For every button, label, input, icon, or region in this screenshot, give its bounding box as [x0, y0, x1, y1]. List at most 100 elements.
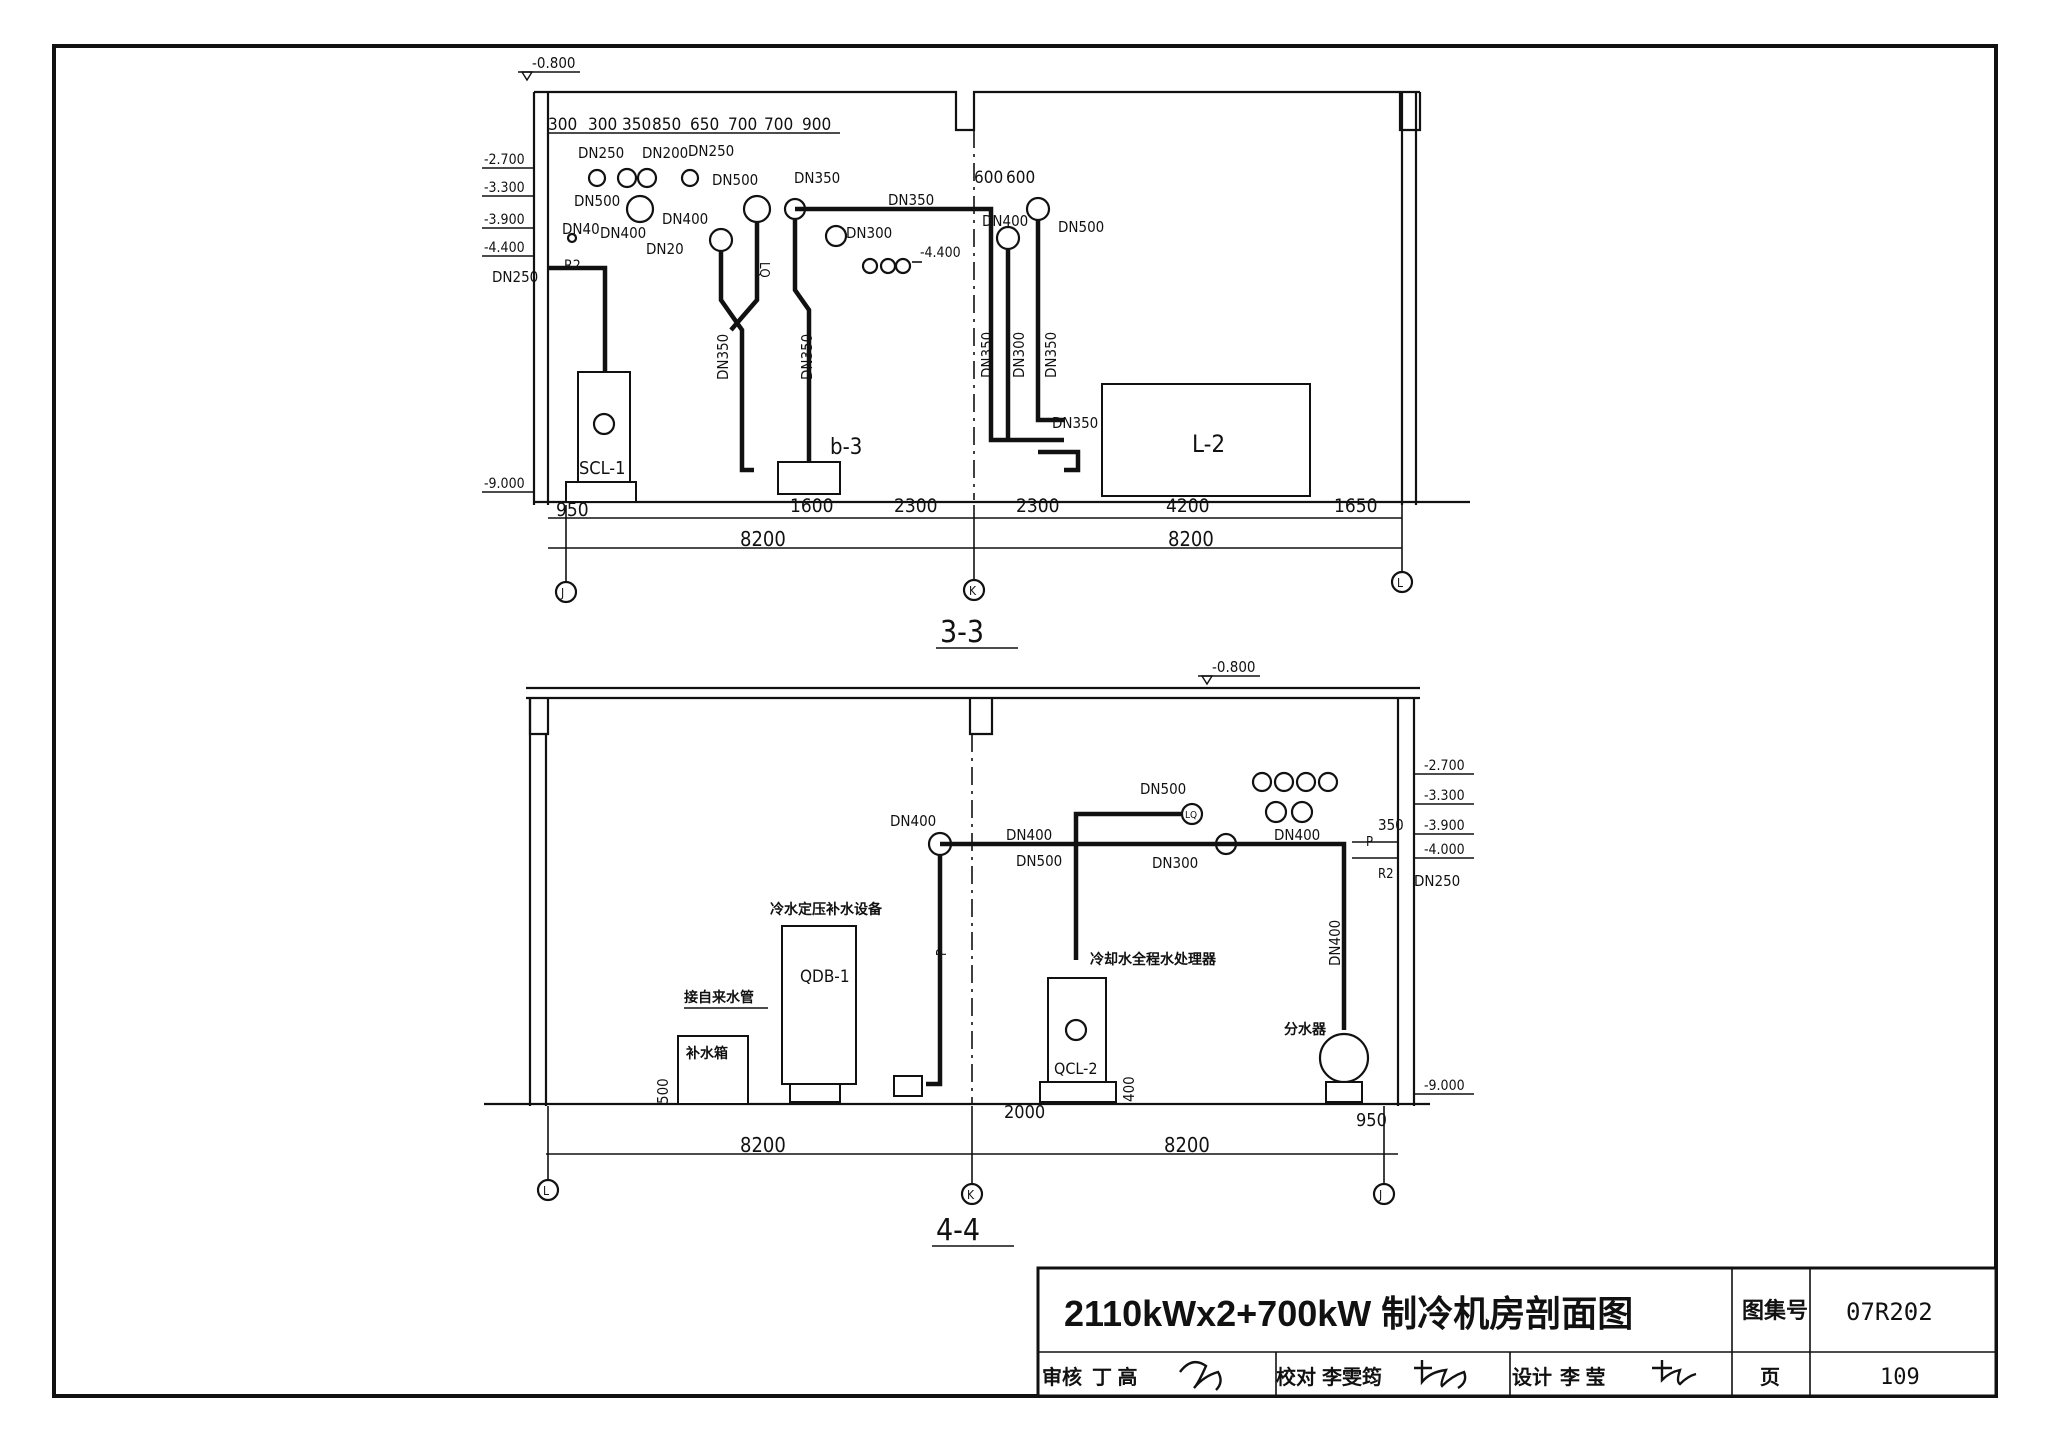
roof-line	[534, 90, 1420, 132]
pipe-label: DN300	[1152, 854, 1198, 872]
pipe-label: DN250	[578, 144, 624, 162]
top-dimension-row: 300 300 350 850 650 700 700 900	[548, 115, 840, 135]
dimension-label: 700	[764, 115, 793, 135]
review-label: 审核	[1042, 1365, 1082, 1389]
section-caption: 4-4	[936, 1213, 980, 1248]
pipe-label: P	[935, 949, 950, 956]
equipment-label: QDB-1	[800, 967, 850, 987]
elevation-label: -3.300	[1424, 788, 1465, 804]
dimension-label: 8200	[740, 527, 786, 551]
pipe-runs-4-4	[926, 811, 1398, 1087]
pipe-label: DN350	[794, 169, 840, 187]
dimension-label: 4200	[1166, 495, 1210, 517]
pipe-label: DN500	[574, 192, 620, 210]
equipment-label: SCL-1	[579, 458, 625, 479]
dimension-label: 8200	[1168, 527, 1214, 551]
note-label: 补水箱	[685, 1045, 728, 1061]
reviewer-name: 丁 高	[1092, 1365, 1138, 1389]
axis-label: L	[543, 1184, 549, 1198]
equipment-label: b-3	[830, 435, 862, 460]
right-elevations: -2.700 -3.300 -3.900 -4.000 -9.000 350	[1378, 758, 1474, 1095]
elevation-label: -2.700	[484, 152, 525, 168]
atlas-label: 图集号	[1742, 1298, 1808, 1323]
qdb1-box	[781, 925, 857, 1085]
axis-bubbles-3-3: J K L	[554, 505, 1414, 604]
elevation-label: -9.000	[484, 476, 525, 492]
pipe-label: DN350	[888, 191, 934, 209]
elevation-label: -9.000	[1424, 1078, 1465, 1094]
pipe-label: DN40	[562, 220, 600, 238]
note-label: 冷却水全程水处理器	[1090, 951, 1217, 967]
elevation-label: -3.300	[484, 180, 525, 196]
dimension-label: 350	[1378, 816, 1404, 834]
reviewer-signature	[1179, 1360, 1222, 1391]
pipe-label: DN400	[600, 224, 646, 242]
makeup-tank-box	[677, 1035, 749, 1105]
pipe-labels-4-4: DN400 DN400 DN500 DN500 LQ DN300 DN400 D…	[890, 780, 1460, 966]
elevation-label: -4.400	[484, 240, 525, 256]
equipment-3-3: SCL-1 b-3 L-2	[565, 371, 1311, 503]
check-label: 校对	[1276, 1365, 1316, 1389]
left-elevations: -2.700 -3.300 -3.900 -4.400 -9.000	[482, 152, 534, 493]
bottom-dimensions-3-3: 950 1600 2300 2300 4200 1650 8200 8200	[548, 495, 1402, 551]
pipe-label: DN500	[1016, 852, 1062, 870]
l2-box	[1101, 383, 1311, 497]
elevation-label: -0.800	[532, 54, 576, 72]
pipe-label: DN500	[712, 171, 758, 189]
bottom-dimensions-4-4: 500 2000 400 950 8200 8200	[546, 1076, 1398, 1157]
dimension-label: 400	[1120, 1076, 1138, 1102]
axis-label: K	[969, 584, 977, 598]
elevation-label: -4.000	[1424, 842, 1465, 858]
axis-bubbles-4-4: L K J	[536, 1106, 1396, 1206]
pipe-label: DN400	[1006, 826, 1052, 844]
dimension-label: 8200	[1164, 1133, 1210, 1157]
section-caption: 3-3	[940, 615, 984, 650]
pipe-label: DN350	[1042, 332, 1060, 378]
sheet-border	[52, 44, 1998, 1398]
dimension-label: 900	[802, 115, 831, 135]
dimension-label: 600	[974, 168, 1003, 188]
dimension-label: 2300	[1016, 495, 1060, 517]
page-number: 109	[1880, 1365, 1920, 1390]
pipe-label: DN250	[688, 142, 734, 160]
dimension-label: 300	[588, 115, 617, 135]
pipe-label: DN400	[1326, 920, 1344, 966]
axis-label: L	[1397, 576, 1403, 590]
pipe-labels-3-3: DN250 DN200 DN250 DN500 DN350 DN500 DN40…	[492, 142, 1104, 432]
dimension-label: 300	[548, 115, 577, 135]
pipe-label: DN250	[492, 268, 538, 286]
pipe-sections-top	[566, 167, 1051, 275]
dimension-label: 2000	[1004, 1102, 1045, 1123]
pipe-label: DN350	[1052, 414, 1098, 432]
pipe-label: DN20	[646, 240, 684, 258]
pipe-label: DN400	[662, 210, 708, 228]
pipe-label: DN400	[890, 812, 936, 830]
axis-label: J	[560, 586, 564, 600]
dimension-label: 950	[556, 499, 589, 521]
axis-label: J	[1378, 1188, 1382, 1202]
dimension-label: 850	[652, 115, 681, 135]
pipe-label: DN400	[982, 212, 1028, 230]
designer-signature	[1652, 1360, 1697, 1386]
distributor-vessel	[1318, 1032, 1370, 1084]
b3-box	[777, 461, 841, 495]
dimension-label: 2300	[894, 495, 938, 517]
dimension-label: 1650	[1334, 495, 1378, 517]
dimension-label: 700	[728, 115, 757, 135]
elevation-label: -4.400	[920, 245, 961, 261]
dimension-label: 600	[1006, 168, 1035, 188]
pipe-label: P	[1366, 835, 1373, 850]
pipe-label: DN350	[978, 332, 996, 378]
elevation-label: -0.800	[1212, 658, 1256, 676]
note-label: 分水器	[1284, 1021, 1327, 1037]
dimension-label: 500	[654, 1078, 672, 1104]
note-label: 接自来水管	[684, 989, 754, 1005]
pipe-label: DN250	[1414, 872, 1460, 890]
title-block: 2110kWx2+700kW 制冷机房剖面图 图集号 07R202 审核 丁 高…	[1036, 1266, 1998, 1398]
design-label: 设计	[1512, 1366, 1552, 1389]
dimension-label: 650	[690, 115, 719, 135]
note-label: 冷水定压补水设备	[770, 901, 883, 917]
pipe-label: DN350	[714, 334, 732, 380]
pipe-label: DN500	[1058, 218, 1104, 236]
pipe-label: LQ	[1185, 810, 1197, 821]
